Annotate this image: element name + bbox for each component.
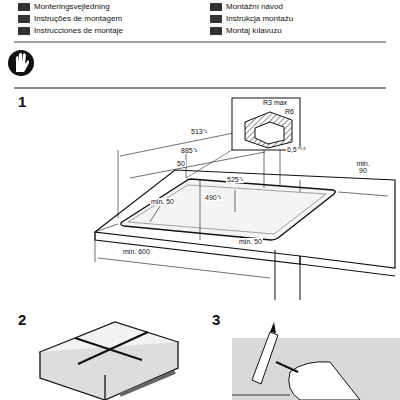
- dimension: 513⁺¹: [190, 128, 208, 135]
- dimension: 885⁺²: [180, 147, 198, 154]
- dimension: 490⁺²: [204, 194, 222, 201]
- step-number: 2: [18, 312, 26, 328]
- dimension: min. 50: [238, 238, 263, 245]
- dimension: 50: [176, 160, 186, 167]
- language-title: Monteringsvejledning: [34, 3, 110, 11]
- step-number: 1: [18, 94, 26, 110]
- dimension: min. 600: [122, 248, 151, 255]
- language-title: Montážní návod: [226, 3, 283, 11]
- dimension: min. 90: [354, 160, 372, 175]
- language-title: Instruções de montagem: [34, 15, 122, 23]
- dimension: 525⁺¹: [226, 176, 244, 183]
- dimension: 6,5⁺⁰·⁵: [286, 146, 307, 153]
- dimension: R3 max: [262, 99, 288, 106]
- language-title: Montaj kılavuzu: [226, 27, 282, 35]
- language-title: Instrukcja montażu: [226, 15, 293, 23]
- dimension: R6: [284, 108, 295, 115]
- step-number: 3: [212, 312, 220, 328]
- dimension: min. 50: [150, 198, 175, 205]
- language-title: Instrucciones de montaje: [34, 27, 123, 35]
